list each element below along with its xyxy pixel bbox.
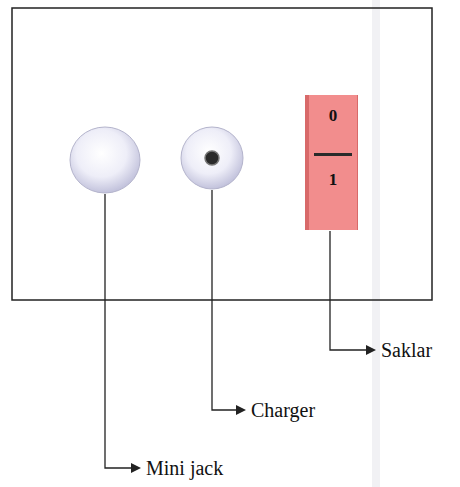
switch-position: 1: [309, 171, 357, 190]
part-label: Mini jack: [146, 457, 223, 480]
leader-line: [212, 190, 238, 410]
mini-jack-socket: [70, 127, 140, 193]
scan-band: [372, 0, 380, 487]
leader-arrowhead: [131, 463, 141, 473]
charger-pin: [205, 151, 219, 165]
switch-body: 01: [305, 95, 358, 230]
leader-arrowhead: [366, 345, 376, 355]
part-label: Charger: [251, 399, 315, 422]
charger-socket: [181, 127, 243, 189]
part-label: Saklar: [381, 339, 432, 362]
leader-line: [105, 194, 133, 468]
leader-line: [330, 231, 368, 350]
switch-position: 0: [309, 107, 357, 126]
leader-arrowhead: [236, 405, 246, 415]
panel-outline: [12, 8, 432, 300]
switch-divider: [314, 153, 352, 156]
